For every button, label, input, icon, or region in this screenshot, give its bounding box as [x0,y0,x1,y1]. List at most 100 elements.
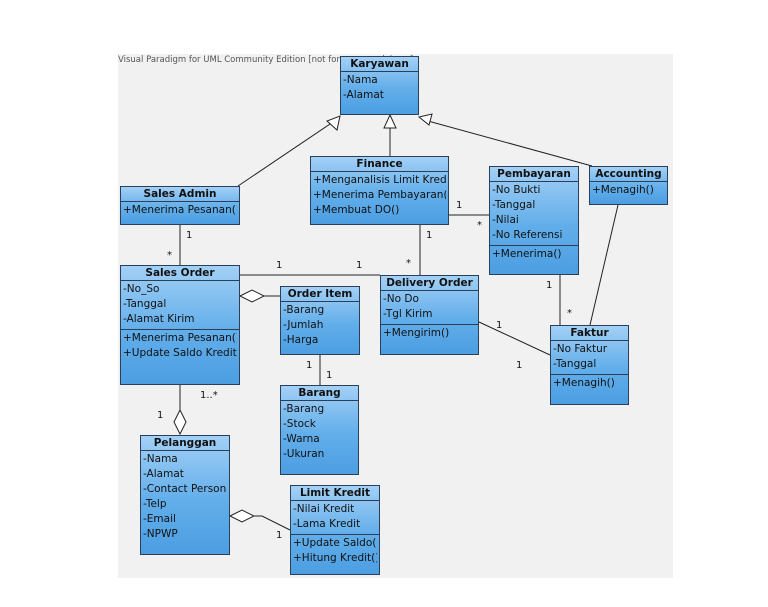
attribute: -Warna [283,433,320,445]
attribute: -Alamat Kirim [123,313,195,325]
attribute: -Tanggal [492,199,536,211]
attribute: -Stock [283,418,316,430]
attributes: -No Do -Tgl Kirim [381,291,478,324]
attributes: -Nama -Alamat -Contact Person -Telp -Ema… [141,451,229,544]
attributes: -Barang -Jumlah -Harga [281,302,359,350]
diamond-salesorder [238,289,266,303]
operations: +Menganalisis Limit Kredit() +Menerima P… [311,172,448,220]
class-name: Order Item [281,287,359,302]
attributes: -Barang -Stock -Warna -Ukuran [281,401,358,464]
class-barang[interactable]: Barang -Barang -Stock -Warna -Ukuran [280,385,359,475]
multiplicity-label: * [167,250,172,261]
operation: +Update Saldo Kredit() [123,347,237,359]
multiplicity-label: 1 [356,260,363,271]
class-name: Limit Kredit [291,486,379,501]
operations: +Mengirim() [381,324,478,343]
attribute: -Nama [343,74,378,86]
operation: +Hitung Kredit() [293,552,377,564]
class-limit-kredit[interactable]: Limit Kredit -Nilai Kredit -Lama Kredit … [290,485,380,575]
gen-triangle-1 [326,115,341,131]
attribute: -Harga [283,334,319,346]
multiplicity-label: * [406,258,411,269]
diamond-limitkredit [228,509,256,523]
watermark: Visual Paradigm for UML Community Editio… [118,55,414,65]
gen-accounting-karyawan [427,120,593,167]
class-name: Pelanggan [141,436,229,451]
multiplicity-label: 1 [326,370,333,381]
multiplicity-label: 1 [276,530,283,541]
gen-triangle-2 [383,113,397,129]
class-name: Karyawan [341,57,418,72]
attributes: -Nilai Kredit -Lama Kredit [291,501,379,534]
attribute: -Lama Kredit [293,518,361,530]
multiplicity-label: 1 [546,280,553,291]
attribute: -Barang [283,403,325,415]
class-name: Accounting [590,167,667,182]
operations: +Update Saldo() +Hitung Kredit() [291,534,379,568]
operation: +Menagih() [553,377,615,389]
gen-triangle-3 [417,113,433,126]
multiplicity-label: 1 [516,360,523,371]
attribute: -Ukuran [283,448,325,460]
attribute: -Nilai [492,214,519,226]
agg-pelanggan-limitkredit [254,515,291,531]
multiplicity-label: 1 [496,320,503,331]
operation: +Menerima Pesanan() [123,204,237,216]
class-name: Sales Order [121,266,239,281]
operation: +Mengirim() [383,327,450,339]
operation: +Menerima() [492,248,562,260]
attribute: -No Do [383,293,419,305]
attribute: -Alamat [343,89,384,101]
attribute: -No_So [123,283,160,295]
class-name: Faktur [551,326,628,341]
gen-salesadmin-karyawan [237,121,334,187]
attribute: -Tanggal [123,298,167,310]
class-name: Delivery Order [381,276,478,291]
attribute: -No Referensi [492,229,563,241]
attribute: -Email [143,513,176,525]
class-name: Finance [311,157,448,172]
attribute: -No Bukti [492,184,541,196]
attributes: -No Faktur -Tanggal [551,341,628,374]
attribute: -Alamat [143,468,184,480]
class-order-item[interactable]: Order Item -Barang -Jumlah -Harga [280,286,360,355]
operations: +Menerima() [490,245,578,264]
class-delivery-order[interactable]: Delivery Order -No Do -Tgl Kirim +Mengir… [380,275,479,355]
attribute: -Telp [143,498,167,510]
operations: +Menerima Pesanan() [121,202,239,220]
operation: +Menerima Pembayaran() [313,189,446,201]
class-faktur[interactable]: Faktur -No Faktur -Tanggal +Menagih() [550,325,629,405]
multiplicity-label: 1..* [200,390,218,401]
class-karyawan[interactable]: Karyawan -Nama -Alamat [340,56,419,115]
attribute: -Tanggal [553,358,597,370]
diamond-pelanggan [173,408,187,436]
attribute: -Tgl Kirim [383,308,433,320]
attribute: -Nama [143,453,178,465]
assoc-accounting-faktur [589,204,619,326]
attribute: -Jumlah [283,319,324,331]
attribute: -Barang [283,304,325,316]
class-sales-admin[interactable]: Sales Admin +Menerima Pesanan() [120,186,240,225]
operation: +Menerima Pesanan() [123,332,237,344]
multiplicity-label: 1 [456,200,463,211]
operation: +Menagih() [592,184,654,196]
multiplicity-label: 1 [426,230,433,241]
class-name: Barang [281,386,358,401]
attributes: -Nama -Alamat [341,72,418,105]
attribute: -Contact Person [143,483,227,495]
attribute: -NPWP [143,528,178,540]
class-name: Sales Admin [121,187,239,202]
multiplicity-label: * [477,220,482,231]
class-name: Pembayaran [490,167,578,182]
class-accounting[interactable]: Accounting +Menagih() [589,166,668,205]
class-pembayaran[interactable]: Pembayaran -No Bukti -Tanggal -Nilai -No… [489,166,579,275]
class-sales-order[interactable]: Sales Order -No_So -Tanggal -Alamat Kiri… [120,265,240,385]
operation: +Update Saldo() [293,537,377,549]
operations: +Menerima Pesanan() +Update Saldo Kredit… [121,329,239,363]
class-finance[interactable]: Finance +Menganalisis Limit Kredit() +Me… [310,156,449,225]
operation: +Membuat DO() [313,204,400,216]
class-pelanggan[interactable]: Pelanggan -Nama -Alamat -Contact Person … [140,435,230,555]
attribute: -Nilai Kredit [293,503,355,515]
multiplicity-label: 1 [157,410,164,421]
operations: +Menagih() [590,182,667,200]
